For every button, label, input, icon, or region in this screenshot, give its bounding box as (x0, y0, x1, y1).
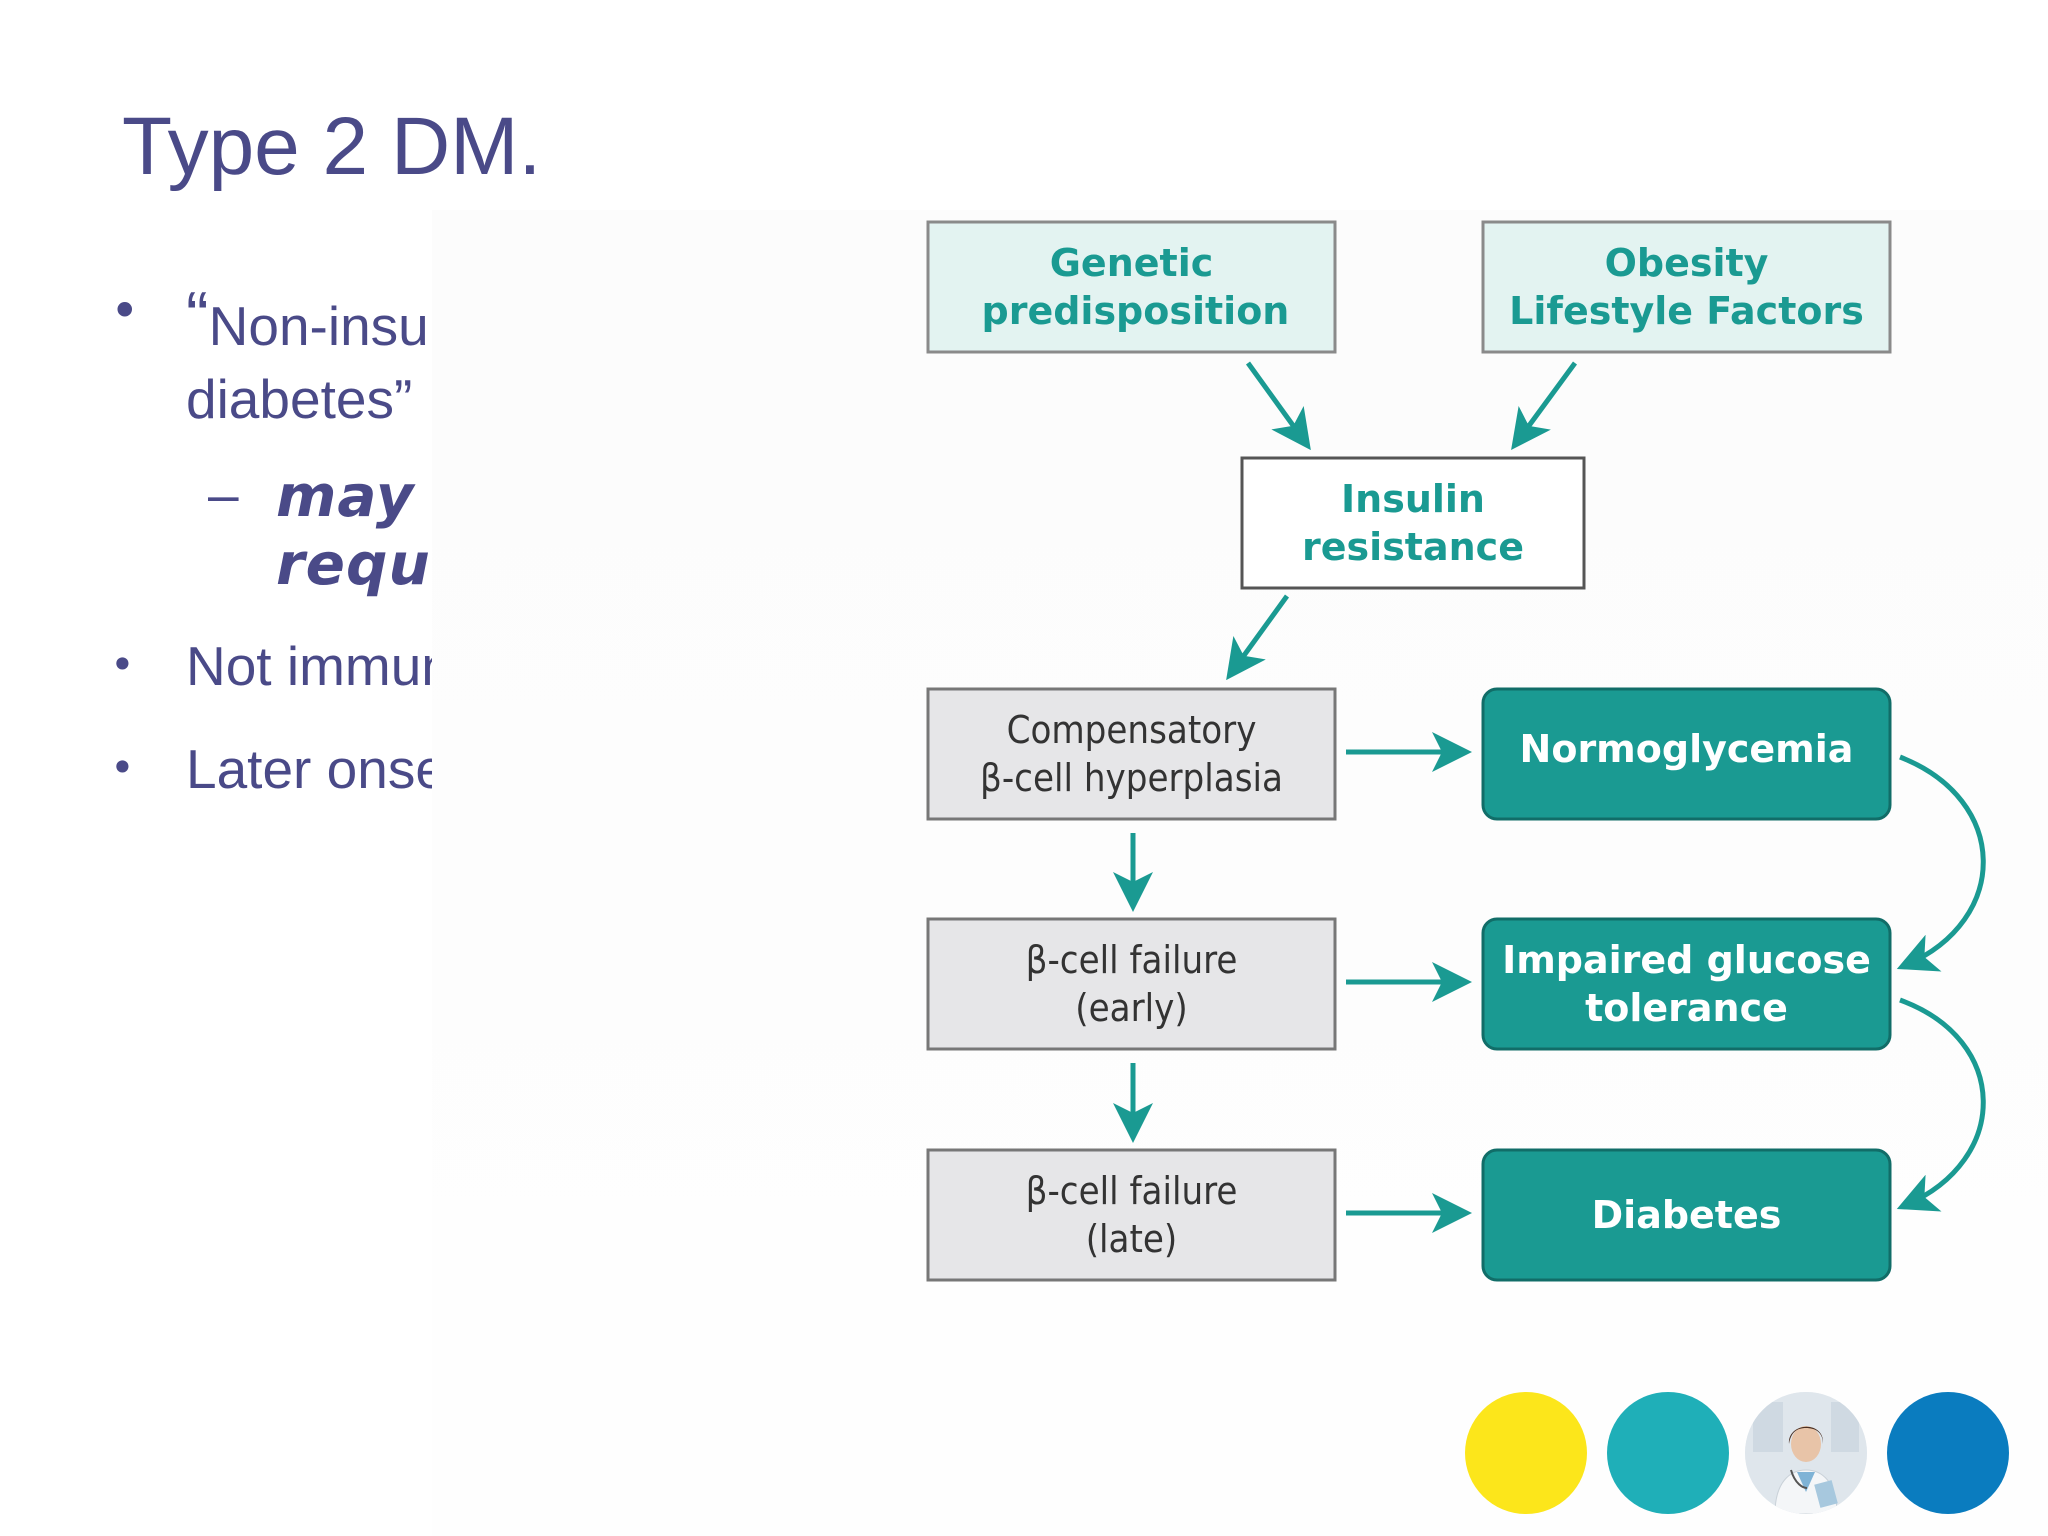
igt-line2: tolerance (1585, 986, 1788, 1030)
box-failure-late (926, 1148, 1337, 1282)
box-normoglycemia (1481, 687, 1892, 821)
box-genetic (926, 220, 1337, 354)
label-normoglycemia: Normoglycemia (1483, 689, 1890, 809)
diabetes-text: Diabetes (1591, 1193, 1782, 1237)
bullet-marker: • (110, 282, 140, 340)
slide-title: Type 2 DM. (122, 101, 542, 192)
obesity-line1: Obesity (1604, 241, 1769, 285)
diagram-background (432, 210, 2048, 1536)
arrow-resistance-to-compensatory (1226, 594, 1290, 681)
failure-late-line1: β-cell failure (1025, 1169, 1238, 1213)
blue-circle (1887, 1392, 2009, 1514)
normoglycemia-text: Normoglycemia (1519, 727, 1854, 771)
genetic-text: Genetic predisposition (981, 241, 1290, 333)
compensatory-line2: β-cell hyperplasia (980, 756, 1283, 800)
igt-line1: Impaired glucose (1502, 938, 1871, 982)
doctor-icon (1745, 1392, 1867, 1514)
arrow-genetic-to-resistance (1245, 361, 1311, 451)
failure-late-line2: (late) (1085, 1217, 1178, 1261)
box-obesity (1481, 220, 1892, 354)
label-diabetes: Diabetes (1483, 1150, 1890, 1280)
yellow-circle (1465, 1392, 1587, 1514)
open-quote: “ (186, 278, 209, 354)
teal-circle (1607, 1392, 1729, 1514)
bullet-marker: • (110, 743, 135, 792)
label-insulin-resistance: Insulin resistance (1242, 458, 1584, 588)
bullet-marker: • (110, 640, 135, 689)
arrow-obesity-to-resistance (1511, 361, 1578, 451)
box-compensatory (926, 687, 1337, 821)
failure-early-line1: β-cell failure (1025, 938, 1238, 982)
label-compensatory: Compensatory β-cell hyperplasia (928, 689, 1335, 819)
box-igt (1481, 917, 1892, 1051)
label-igt: Impaired glucose tolerance (1483, 919, 1890, 1049)
bullet-later-onset: Later onset (186, 738, 462, 800)
label-obesity: Obesity Lifestyle Factors (1483, 222, 1890, 352)
box-diabetes (1481, 1148, 1892, 1282)
curve-normo-to-igt (1896, 754, 1986, 972)
label-failure-early: β-cell failure (early) (928, 919, 1335, 1049)
label-genetic: Genetic predisposition (928, 222, 1335, 352)
doctor-photo (1745, 1392, 1867, 1514)
obesity-line2: Lifestyle Factors (1509, 289, 1864, 333)
box-insulin-resistance (1240, 456, 1586, 590)
sub-bullet-dash: – (208, 463, 239, 525)
compensatory-line1: Compensatory (1006, 708, 1257, 752)
box-failure-early (926, 917, 1337, 1051)
curve-igt-to-diabetes (1896, 997, 1986, 1212)
failure-early-line2: (early) (1075, 986, 1188, 1030)
insulin-resistance-text: Insulin resistance (1302, 477, 1524, 569)
label-failure-late: β-cell failure (late) (928, 1150, 1335, 1280)
